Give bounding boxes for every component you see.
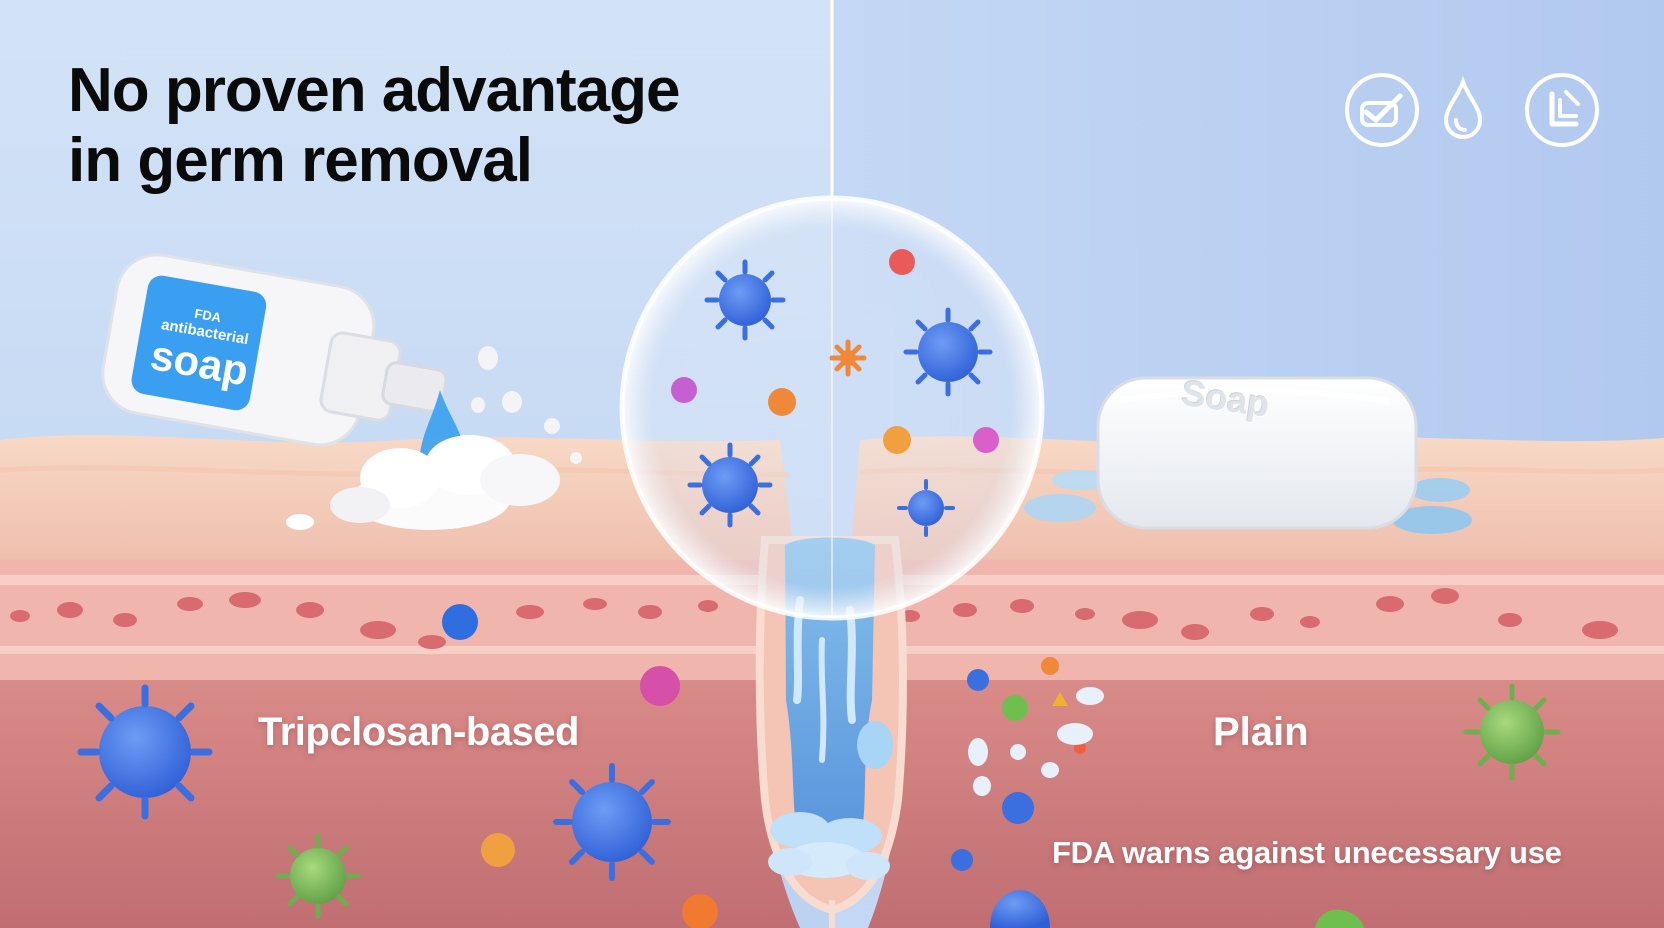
dermis-left [0,680,800,928]
check-badge-icon [1345,73,1419,147]
plain-bar-soap [1024,376,1472,534]
bottle-label-text: FDA antibacterial soap [133,298,266,426]
rinse-badge-icon [1525,73,1599,147]
blue-droplet [442,604,478,640]
soap-foam [286,435,560,530]
antibacterial-soap-bottle [101,253,448,447]
headline-line-1: No proven advantage [68,56,680,125]
lens-germs [671,249,999,537]
bottle-label [131,275,267,411]
headline: No proven advantage in germ removal [68,56,680,196]
fda-warning-text: FDA warns against unecessary use [1052,835,1562,870]
headline-line-2: in germ removal [68,126,533,195]
left-dermis-germs [77,666,718,928]
right-dermis-germs [951,657,1561,928]
water-drop-icon [1443,76,1483,140]
triclosan-label: Tripclosan-based [258,710,579,754]
pores-left [10,592,718,649]
plain-label: Plain [1213,710,1309,754]
